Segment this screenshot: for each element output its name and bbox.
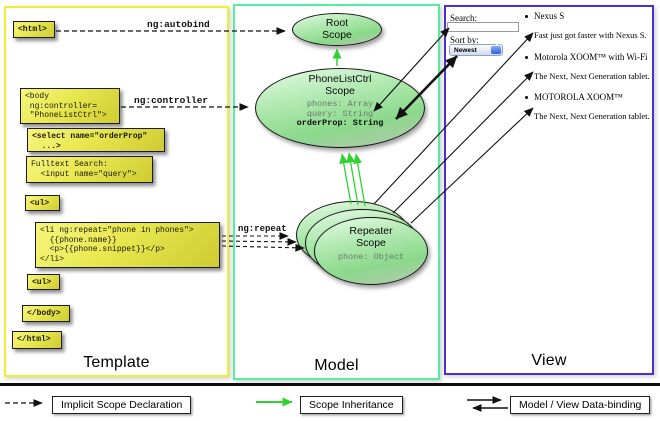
code-box-li-repeat: <li ng:repeat="phone in phones"> {{phone… bbox=[35, 222, 220, 268]
phone-desc: Fast just got faster with Nexus S. bbox=[534, 30, 647, 40]
legend-data-binding: Model / View Data-binding bbox=[510, 396, 651, 414]
phone-title: Nexus S bbox=[534, 11, 565, 21]
code-box-body-open: <body ng:controller= "PhoneListCtrl"> bbox=[20, 88, 120, 124]
view-column-label: View bbox=[531, 352, 567, 369]
legend-divider-line bbox=[0, 383, 660, 386]
ng-repeat-label: ng:repeat bbox=[238, 224, 287, 234]
phonelistctrl-scope-title: PhoneListCtrl Scope bbox=[308, 73, 372, 97]
sort-dropdown[interactable]: Newest bbox=[449, 43, 503, 66]
root-scope-ellipse: Root Scope bbox=[292, 13, 382, 46]
phone-list-item: Motorola XOOM™ with Wi-Fi The Next, Next… bbox=[525, 52, 657, 81]
root-scope-title: Root Scope bbox=[322, 17, 352, 41]
ng-controller-label: ng:controller bbox=[134, 95, 209, 106]
code-box-ul-open: <ul> bbox=[25, 195, 60, 211]
sort-dropdown-value: Newest bbox=[454, 47, 477, 54]
phonelistctrl-scope-ellipse: PhoneListCtrl Scope phones: Array query:… bbox=[255, 68, 425, 148]
phone-desc: The Next, Next Generation tablet. bbox=[534, 111, 650, 121]
repeater-scope-ellipse-front: Repeater Scope phone: Object bbox=[314, 217, 428, 285]
repeater-scope-prop: phone: Object bbox=[337, 252, 405, 262]
code-box-body-close: </body> bbox=[22, 305, 70, 322]
phone-title: Motorola XOOM™ with Wi-Fi bbox=[534, 52, 648, 62]
dropdown-stepper-icon bbox=[491, 43, 501, 66]
phone-list-item: MOTOROLA XOOM™ The Next, Next Generation… bbox=[525, 92, 657, 121]
code-box-select: <select name="orderProp" ...> bbox=[27, 128, 165, 152]
code-box-html-close: </html> bbox=[12, 331, 62, 349]
phone-list-item: Nexus S Fast just got faster with Nexus … bbox=[525, 11, 657, 40]
legend-scope-inheritance: Scope Inheritance bbox=[300, 396, 403, 414]
bullet-icon bbox=[525, 95, 528, 99]
code-box-ul-close: <ul> bbox=[27, 274, 60, 290]
legend-implicit-scope: Implicit Scope Declaration bbox=[52, 396, 192, 414]
search-label: Search: bbox=[450, 13, 477, 23]
bullet-icon bbox=[525, 14, 528, 18]
bullet-icon bbox=[525, 55, 528, 59]
model-column: Model bbox=[233, 4, 440, 380]
phonelistctrl-scope-props: phones: Array query: String bbox=[306, 99, 374, 119]
template-column-label: Template bbox=[83, 354, 150, 371]
phonelistctrl-scope-orderprop: orderProp: String bbox=[296, 118, 384, 128]
model-column-label: Model bbox=[314, 357, 359, 374]
code-box-html-open: <html> bbox=[13, 21, 55, 38]
search-input[interactable] bbox=[447, 22, 519, 32]
phone-title: MOTOROLA XOOM™ bbox=[534, 92, 623, 102]
phone-desc: The Next, Next Generation tablet. bbox=[534, 71, 650, 81]
code-box-fulltext-search: Fulltext Search: <input name="query"> bbox=[26, 156, 153, 183]
ng-autobind-label: ng:autobind bbox=[147, 19, 210, 30]
repeater-scope-title: Repeater Scope bbox=[349, 225, 393, 249]
